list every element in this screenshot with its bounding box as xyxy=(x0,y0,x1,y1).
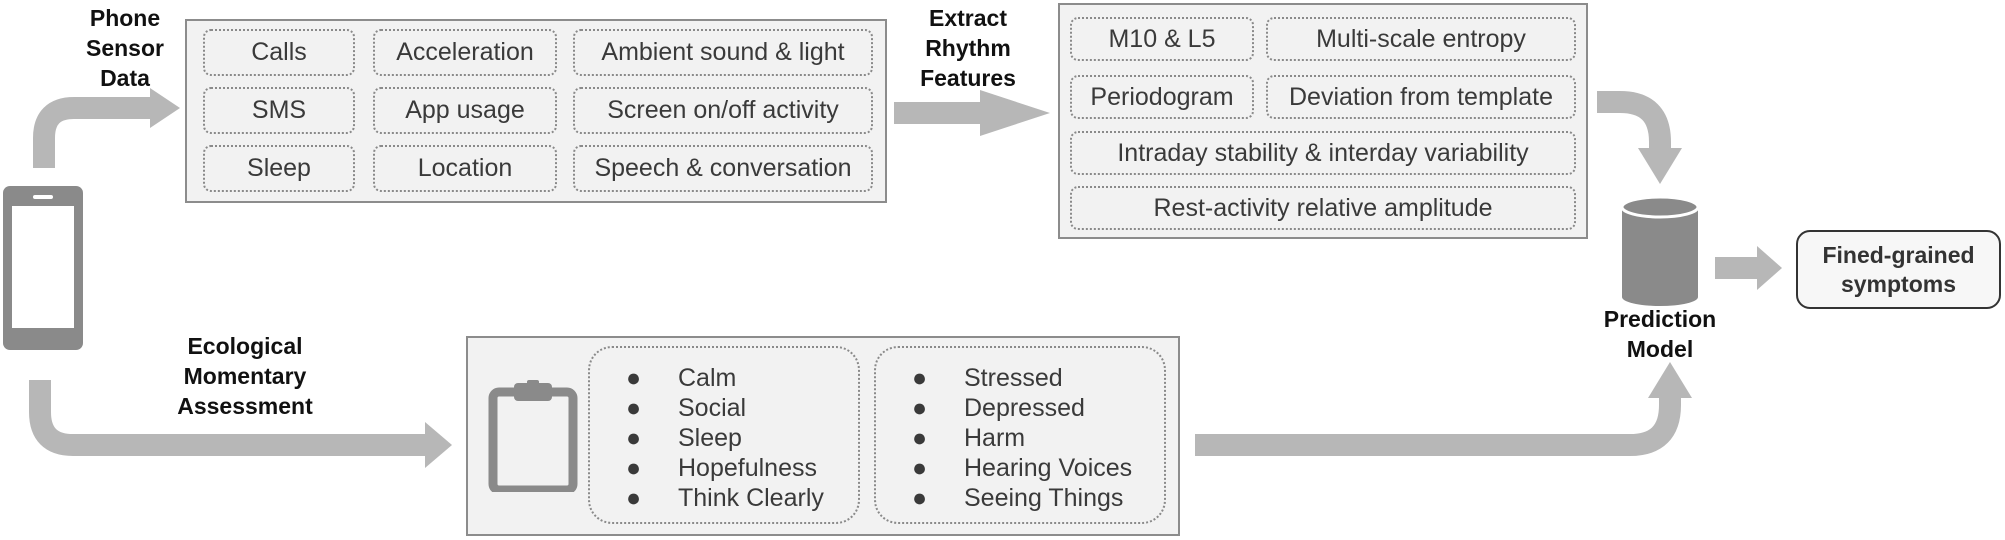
feature-rest-activity-amplitude: Rest-activity relative amplitude xyxy=(1070,186,1576,230)
bullet: ● xyxy=(912,394,928,422)
feature-m10-l5: M10 & L5 xyxy=(1070,17,1254,61)
output-line-2: symptoms xyxy=(1840,270,1957,297)
arrow-ema-to-model-head xyxy=(1648,362,1692,398)
output-line-1: Fined-grained xyxy=(1822,241,1975,268)
bullet: ● xyxy=(912,484,928,512)
label-phone-sensor-data: Phone Sensor Data xyxy=(86,5,164,91)
sensor-item-app-usage: App usage xyxy=(373,87,557,134)
ema-item-hearing-voices: ● Hearing Voices xyxy=(876,454,1164,484)
bullet: ● xyxy=(912,364,928,392)
ema-item-sleep: ● Sleep xyxy=(590,424,858,454)
ema-label: Harm xyxy=(964,424,1026,452)
ema-label: Stressed xyxy=(964,364,1063,392)
bullet: ● xyxy=(912,424,928,452)
arrow-phone-to-sensor-head xyxy=(150,88,180,128)
ema-label: Think Clearly xyxy=(678,484,824,512)
feature-multiscale-entropy: Multi-scale entropy xyxy=(1266,17,1576,61)
phone-icon xyxy=(3,186,83,350)
bullet: ● xyxy=(626,424,642,452)
ema-item-hopefulness: ● Hopefulness xyxy=(590,454,858,484)
ema-left-list: ● Calm ● Social ● Sleep ● Hopefulness ● … xyxy=(588,346,860,524)
ema-item-harm: ● Harm xyxy=(876,424,1164,454)
ema-label: Hopefulness xyxy=(678,454,817,482)
arrow-model-to-output-head xyxy=(1757,246,1782,290)
arrow-phone-to-ema xyxy=(29,380,425,456)
arrow-sensor-to-features-head xyxy=(980,90,1050,136)
ema-label: Social xyxy=(678,394,747,422)
bullet: ● xyxy=(626,364,642,392)
arrow-sensor-to-features xyxy=(894,102,980,124)
arrow-phone-to-ema-head xyxy=(425,422,452,468)
ema-item-think-clearly: ● Think Clearly xyxy=(590,484,858,514)
sensor-item-screen: Screen on/off activity xyxy=(573,87,873,134)
sensor-data-panel: Calls Acceleration Ambient sound & light… xyxy=(185,19,887,203)
arrow-features-to-model xyxy=(1597,91,1671,148)
database-icon xyxy=(1620,195,1700,306)
clipboard-icon xyxy=(488,380,578,492)
ema-label: Calm xyxy=(678,364,737,392)
label-extract-rhythm-features: Extract Rhythm Features xyxy=(920,5,1016,91)
bullet: ● xyxy=(626,394,642,422)
label-prediction-model: Prediction Model xyxy=(1603,306,1717,362)
bullet: ● xyxy=(912,454,928,482)
ema-label: Seeing Things xyxy=(964,484,1124,512)
ema-item-seeing-things: ● Seeing Things xyxy=(876,484,1164,514)
sensor-item-speech: Speech & conversation xyxy=(573,145,873,192)
sensor-item-sms: SMS xyxy=(203,87,355,134)
arrow-model-to-output xyxy=(1715,257,1757,279)
ema-right-list: ● Stressed ● Depressed ● Harm ● Hearing … xyxy=(874,346,1166,524)
feature-deviation-template: Deviation from template xyxy=(1266,75,1576,119)
arrow-phone-to-sensor xyxy=(33,97,152,168)
ema-item-depressed: ● Depressed xyxy=(876,394,1164,424)
sensor-item-acceleration: Acceleration xyxy=(373,29,557,76)
ema-label: Hearing Voices xyxy=(964,454,1133,482)
ema-item-social: ● Social xyxy=(590,394,858,424)
sensor-item-ambient: Ambient sound & light xyxy=(573,29,873,76)
sensor-item-location: Location xyxy=(373,145,557,192)
feature-intraday-interday: Intraday stability & interday variabilit… xyxy=(1070,131,1576,175)
ema-label: Sleep xyxy=(678,424,742,452)
ema-panel: ● Calm ● Social ● Sleep ● Hopefulness ● … xyxy=(466,336,1180,536)
fine-grained-symptoms-box: Fined-grained symptoms xyxy=(1796,230,2001,309)
arrow-features-to-model-head xyxy=(1638,148,1682,184)
rhythm-features-panel: M10 & L5 Multi-scale entropy Periodogram… xyxy=(1058,3,1588,239)
sensor-item-sleep: Sleep xyxy=(203,145,355,192)
bullet: ● xyxy=(626,454,642,482)
ema-item-calm: ● Calm xyxy=(590,364,858,394)
arrow-ema-to-model xyxy=(1195,398,1681,456)
sensor-item-calls: Calls xyxy=(203,29,355,76)
ema-item-stressed: ● Stressed xyxy=(876,364,1164,394)
label-ema: Ecological Momentary Assessment xyxy=(177,333,313,419)
feature-periodogram: Periodogram xyxy=(1070,75,1254,119)
bullet: ● xyxy=(626,484,642,512)
ema-label: Depressed xyxy=(964,394,1085,422)
